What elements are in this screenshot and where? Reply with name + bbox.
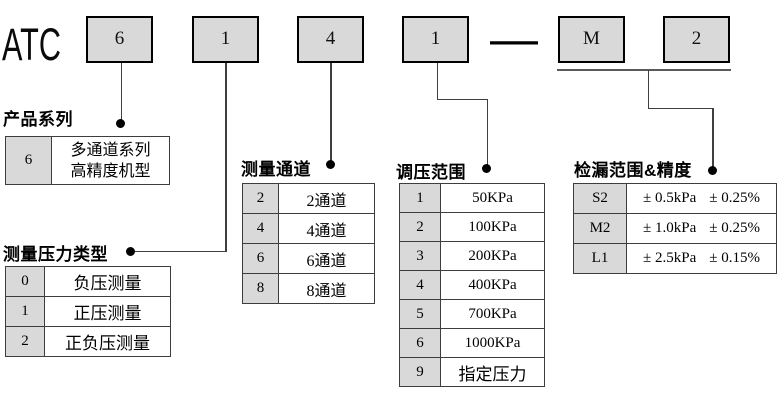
leak-group-underline <box>557 69 731 71</box>
table-row: 6 多通道系列 高精度机型 <box>5 136 170 185</box>
section-title-range: 调压范围 <box>396 163 466 182</box>
table-row: 8 8通道 <box>242 273 375 304</box>
connector-line <box>225 63 227 252</box>
table-row: 0 负压测量 <box>5 266 171 297</box>
section-title-leak: 检漏范围&精度 <box>574 161 692 180</box>
connector-line <box>436 98 488 100</box>
connector-bullet <box>325 160 335 169</box>
connector-bullet <box>126 247 135 256</box>
code-cell: 4 <box>399 270 441 300</box>
code-cell: M2 <box>573 213 627 244</box>
code-box-leak-digit: 2 <box>663 16 730 63</box>
label-cell: ± 1.0kPa ± 0.25% <box>626 213 777 244</box>
label-cell: 6通道 <box>278 243 375 274</box>
label-cell: 700KPa <box>440 299 545 329</box>
section-title-channels: 测量通道 <box>241 160 311 179</box>
connector-line <box>712 107 714 168</box>
label-cell: 50KPa <box>440 183 545 213</box>
table-row: 4 400KPa <box>399 270 545 300</box>
code-cell: 1 <box>399 183 441 213</box>
leak-range-value: ± 0.5kPa <box>643 190 697 206</box>
code-cell: 2 <box>5 326 45 357</box>
connector-line <box>330 63 332 162</box>
connector-line <box>133 250 226 252</box>
series-table: 6 多通道系列 高精度机型 <box>5 136 170 185</box>
connector-line <box>436 63 438 100</box>
code-cell: S2 <box>573 183 627 214</box>
code-box-series: 6 <box>86 16 153 63</box>
code-cell: 2 <box>242 183 279 214</box>
series-label-line1: 多通道系列 <box>70 141 151 159</box>
code-box-channels: 4 <box>297 16 364 63</box>
code-cell: 0 <box>5 266 45 297</box>
table-row: 6 1000KPa <box>399 328 545 358</box>
connector-bullet <box>116 119 125 128</box>
code-cell: L1 <box>573 243 627 274</box>
channels-table: 2 2通道 4 4通道 6 6通道 8 8通道 <box>242 183 375 304</box>
series-label-cell: 多通道系列 高精度机型 <box>51 136 170 185</box>
table-row: 1 正压测量 <box>5 296 171 327</box>
table-row: S2 ± 0.5kPa ± 0.25% <box>573 183 777 214</box>
connector-line <box>647 107 714 109</box>
section-title-series: 产品系列 <box>3 110 73 129</box>
code-box-leak-letter: M <box>558 16 625 63</box>
brand-text: ATC <box>2 19 61 70</box>
connector-line <box>486 98 488 166</box>
code-cell: 6 <box>399 328 441 358</box>
series-label-line2: 高精度机型 <box>70 162 151 180</box>
code-cell: 5 <box>399 299 441 329</box>
label-cell: 8通道 <box>278 273 375 304</box>
label-cell: 400KPa <box>440 270 545 300</box>
pressure-type-table: 0 负压测量 1 正压测量 2 正负压测量 <box>5 266 171 357</box>
table-row: M2 ± 1.0kPa ± 0.25% <box>573 213 777 244</box>
code-separator-dash: — <box>490 13 538 66</box>
code-box-range: 1 <box>402 16 469 63</box>
label-cell: 4通道 <box>278 213 375 244</box>
label-cell: 正负压测量 <box>44 326 171 357</box>
connector-bullet <box>708 166 717 175</box>
code-cell: 1 <box>5 296 45 327</box>
label-cell: 1000KPa <box>440 328 545 358</box>
table-row: 5 700KPa <box>399 299 545 329</box>
table-row: 2 2通道 <box>242 183 375 214</box>
section-title-pressure-type: 测量压力类型 <box>3 245 108 264</box>
connector-bullet <box>482 164 491 173</box>
label-cell: 指定压力 <box>440 357 545 387</box>
label-cell: 2通道 <box>278 183 375 214</box>
label-cell: ± 2.5kPa ± 0.15% <box>626 243 777 274</box>
leak-accuracy-value: ± 0.15% <box>709 250 760 266</box>
table-row: 6 6通道 <box>242 243 375 274</box>
table-row: 4 4通道 <box>242 213 375 244</box>
table-row: L1 ± 2.5kPa ± 0.15% <box>573 243 777 274</box>
leak-accuracy-value: ± 0.25% <box>709 190 760 206</box>
table-row: 1 50KPa <box>399 183 545 213</box>
table-row: 2 100KPa <box>399 212 545 242</box>
pressure-range-table: 1 50KPa 2 100KPa 3 200KPa 4 400KPa 5 700… <box>399 183 545 387</box>
leak-range-table: S2 ± 0.5kPa ± 0.25% M2 ± 1.0kPa ± 0.25% L1… <box>573 183 777 274</box>
code-cell: 8 <box>242 273 279 304</box>
code-box-pressure-type: 1 <box>192 16 259 63</box>
series-code-cell: 6 <box>5 136 52 185</box>
leak-range-value: ± 2.5kPa <box>643 250 697 266</box>
code-cell: 9 <box>399 357 441 387</box>
code-cell: 2 <box>399 212 441 242</box>
leak-accuracy-value: ± 0.25% <box>709 220 760 236</box>
label-cell: 负压测量 <box>44 266 171 297</box>
code-cell: 3 <box>399 241 441 271</box>
code-cell: 4 <box>242 213 279 244</box>
code-cell: 6 <box>242 243 279 274</box>
table-row: 9 指定压力 <box>399 357 545 387</box>
table-row: 3 200KPa <box>399 241 545 271</box>
label-cell: ± 0.5kPa ± 0.25% <box>626 183 777 214</box>
label-cell: 100KPa <box>440 212 545 242</box>
table-row: 2 正负压测量 <box>5 326 171 357</box>
leak-range-value: ± 1.0kPa <box>643 220 697 236</box>
label-cell: 正压测量 <box>44 296 171 327</box>
connector-line <box>647 70 649 109</box>
connector-line <box>120 63 122 120</box>
label-cell: 200KPa <box>440 241 545 271</box>
